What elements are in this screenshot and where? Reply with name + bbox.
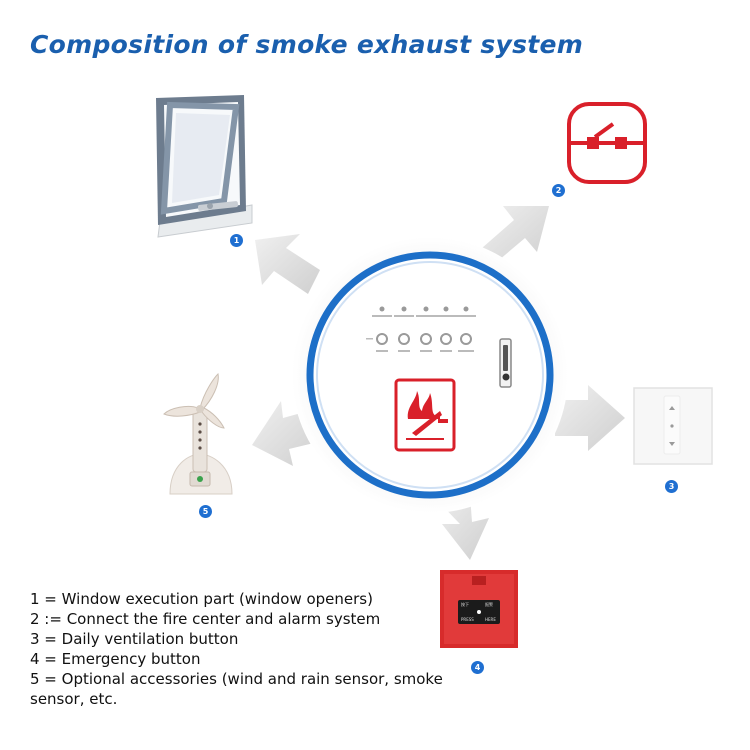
legend-item-1: 1 = Window execution part (window opener…: [30, 590, 373, 608]
smoke-control-panel-icon: [292, 237, 568, 513]
button-label-top-right: 报警: [485, 602, 493, 607]
badge-3: 3: [665, 480, 678, 493]
page-title: Composition of smoke exhaust system: [30, 30, 584, 59]
arrow-to-emergency: [432, 495, 489, 560]
alarm-switch-icon: [567, 102, 647, 184]
badge-4: 4: [471, 661, 484, 674]
button-label-bottom-right: HERE: [485, 617, 496, 622]
arrow-to-window: [255, 234, 320, 294]
legend-item-5: 5 = Optional accessories (wind and rain …: [30, 670, 443, 708]
button-label-top-left: 按下: [461, 602, 469, 607]
button-label-bottom-left: PRESS: [461, 617, 474, 622]
badge-1: 1: [230, 234, 243, 247]
window-opener-icon: [156, 95, 253, 238]
arrow-to-ventilation: [555, 385, 625, 451]
legend-item-2: 2 := Connect the fire center and alarm s…: [30, 610, 381, 628]
wind-sensor-icon: [163, 372, 233, 495]
fire-logo-icon: [394, 378, 456, 452]
badge-5: 5: [199, 505, 212, 518]
legend-item-3: 3 = Daily ventilation button: [30, 630, 239, 648]
badge-2: 2: [552, 184, 565, 197]
ventilation-switch-icon: [633, 387, 713, 465]
legend-item-4: 4 = Emergency button: [30, 650, 201, 668]
emergency-button-icon: 按下 报警 PRESS HERE: [440, 570, 518, 648]
arrow-to-alarm: [482, 206, 549, 266]
legend: 1 = Window execution part (window opener…: [30, 589, 460, 709]
